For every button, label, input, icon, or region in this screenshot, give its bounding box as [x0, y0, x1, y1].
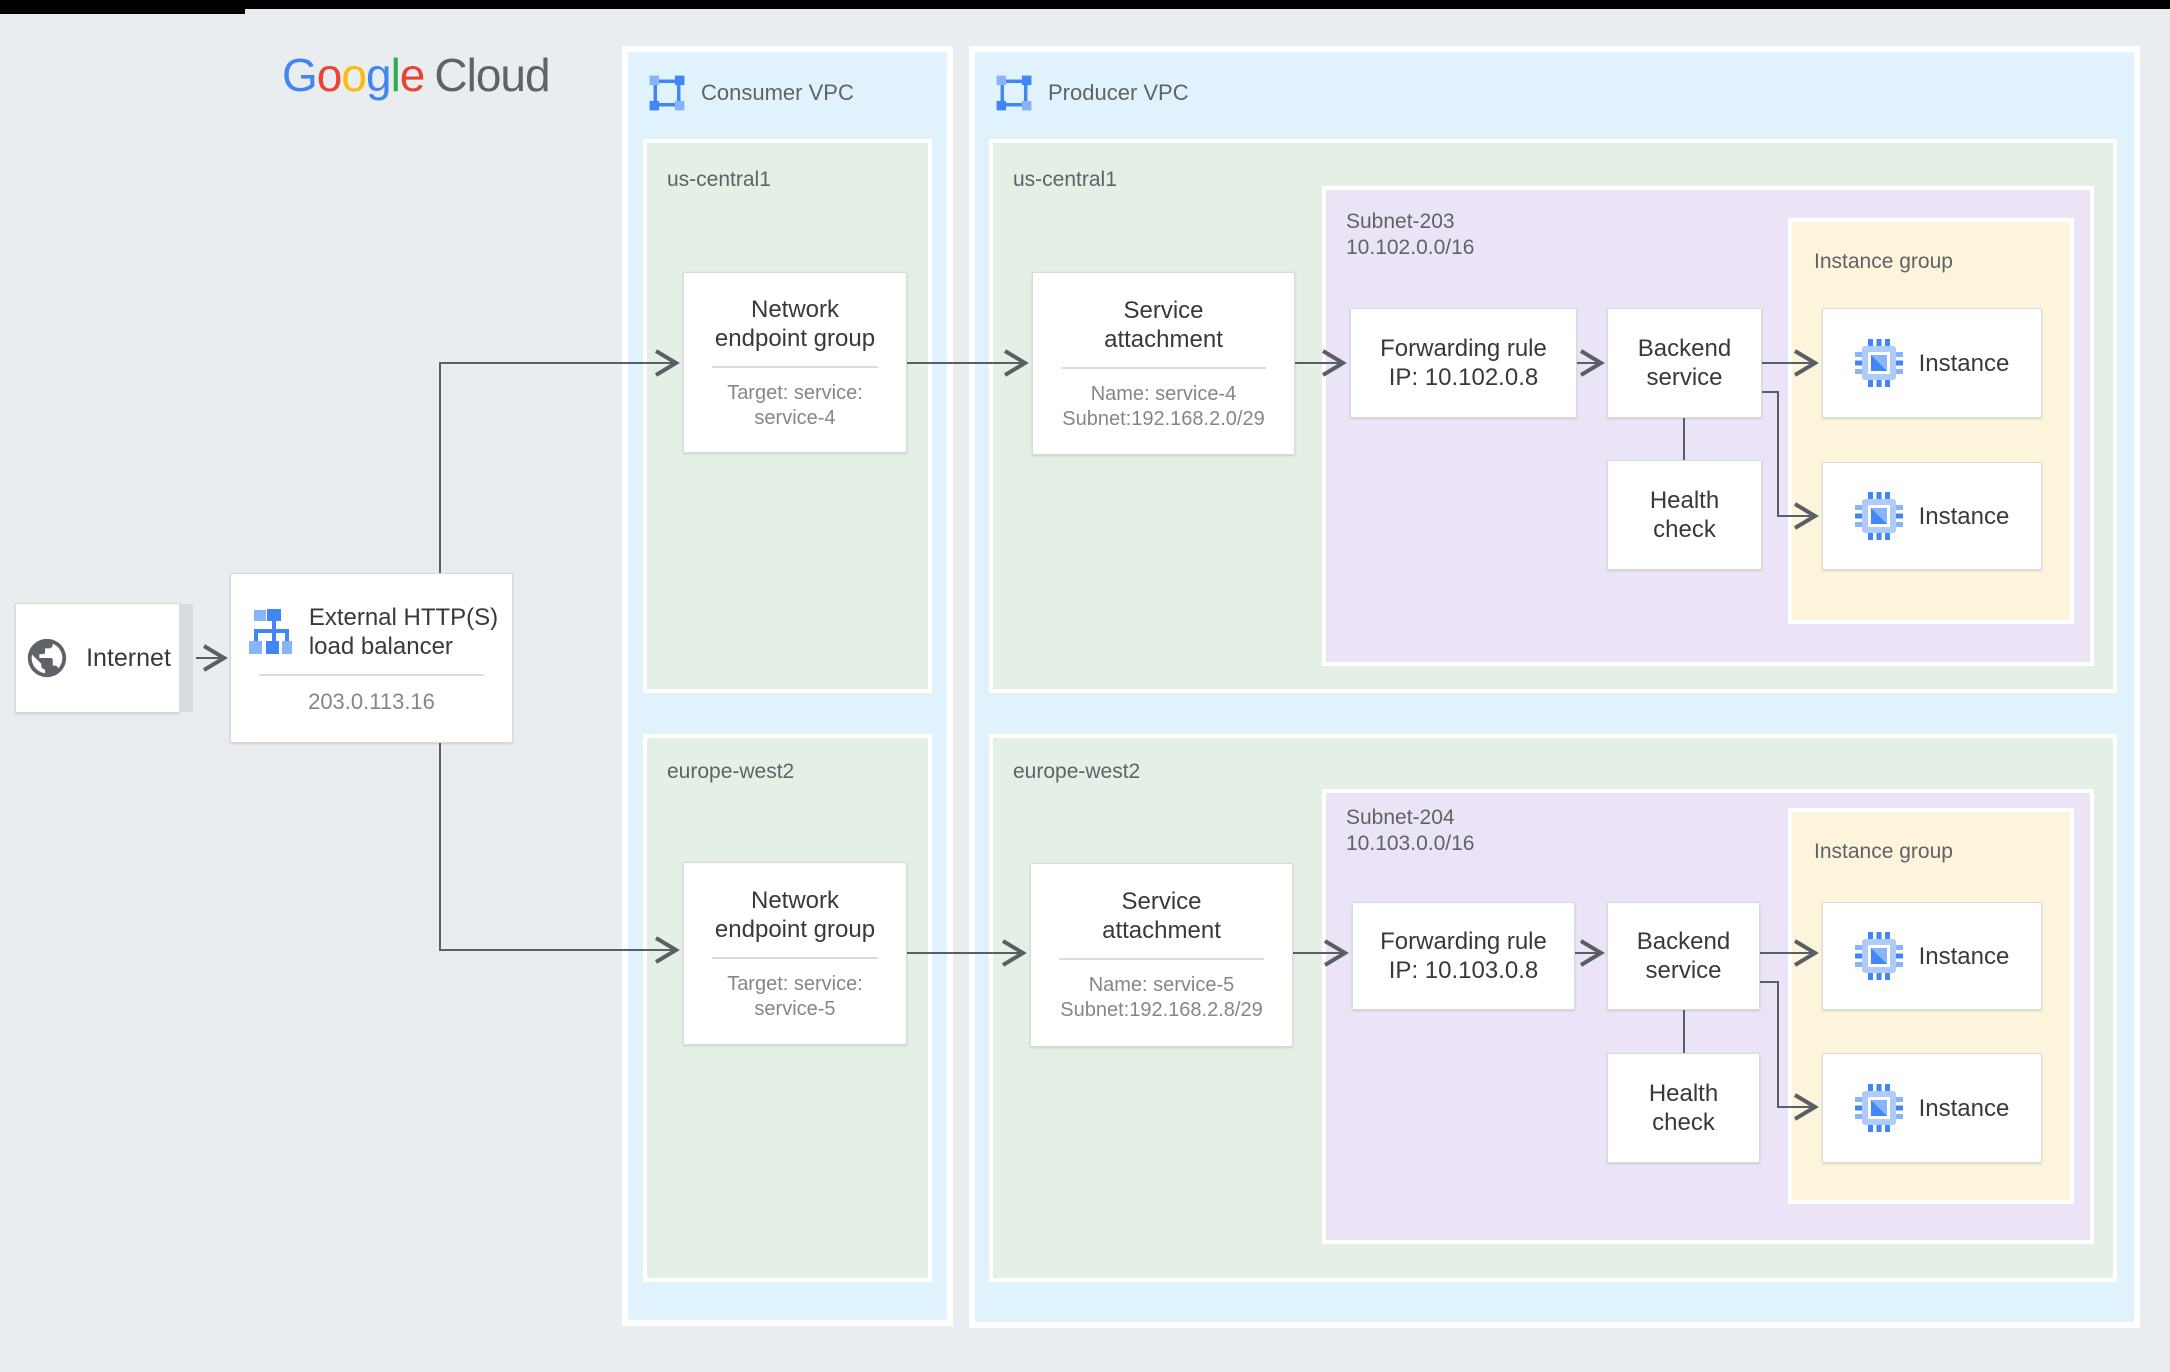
neg2-target-line1: Target: service:: [727, 972, 863, 995]
sa2-name: Name: service-5: [1088, 974, 1235, 996]
sa1-name: Name: service-4: [1090, 382, 1237, 405]
sa2-title-line1: Service: [1121, 888, 1202, 915]
neg2-target-line2: service-5: [754, 997, 836, 1020]
neg1-title-line1: Network: [750, 295, 840, 323]
sa1-subnet: Subnet:192.168.2.0/29: [1062, 407, 1265, 430]
logo-letter: o: [316, 49, 343, 101]
logo-letter: G: [282, 49, 318, 101]
neg2-title-line1: Network: [750, 886, 840, 914]
node-network-endpoint-group-2: Network endpoint group Target: service: …: [683, 862, 907, 1045]
logo-letter: g: [365, 49, 392, 101]
fr1-line2: IP: 10.102.0.8: [1388, 364, 1539, 391]
sa1-title-line2: attachment: [1104, 325, 1223, 353]
subnet-204-cidr: 10.103.0.0/16: [1346, 832, 1475, 855]
bs1-line1: Backend: [1637, 335, 1732, 362]
instance-label: Instance: [1918, 502, 2010, 530]
consumer-vpc-label: Consumer VPC: [701, 80, 854, 105]
divider: [259, 673, 484, 676]
top-black-bar-left: [0, 0, 245, 14]
compute-instance-icon: [1854, 932, 1903, 980]
node-forwarding-rule-2: Forwarding rule IP: 10.103.0.8: [1352, 902, 1575, 1010]
bs2-line1: Backend: [1636, 928, 1731, 955]
node-backend-service-1: Backend service: [1607, 308, 1762, 418]
neg1-target-line2: service-4: [754, 406, 836, 429]
region-label: europe-west2: [1013, 760, 1141, 783]
neg1-target-line1: Target: service:: [727, 381, 863, 404]
neg1-title-line2: endpoint group: [714, 324, 876, 352]
hc2-line2: check: [1652, 1109, 1715, 1136]
hc2-line1: Health: [1648, 1080, 1719, 1107]
hc1-line2: check: [1653, 516, 1716, 543]
node-health-check-1: Health check: [1607, 460, 1762, 570]
bs1-line2: service: [1646, 364, 1723, 391]
fr2-line2: IP: 10.103.0.8: [1388, 957, 1539, 984]
load-balancer-icon: [248, 608, 292, 654]
compute-instance-icon: [1854, 339, 1903, 387]
logo-letter: e: [399, 49, 426, 101]
bs2-line2: service: [1645, 957, 1722, 984]
region-label: us-central1: [1013, 168, 1117, 191]
globe-icon: [27, 638, 67, 678]
top-black-bar: [0, 0, 2170, 9]
node-forwarding-rule-1: Forwarding rule IP: 10.102.0.8: [1350, 308, 1577, 418]
node-internet: Internet: [15, 603, 193, 713]
sa1-title-line1: Service: [1123, 296, 1204, 324]
logo-letter: o: [341, 49, 367, 101]
instance-label: Instance: [1918, 349, 2010, 377]
node-backend-service-2: Backend service: [1607, 902, 1760, 1010]
load-balancer-ip: 203.0.113.16: [308, 688, 435, 714]
node-health-check-2: Health check: [1607, 1053, 1760, 1163]
compute-instance-icon: [1854, 492, 1903, 540]
sa2-title-line2: attachment: [1102, 917, 1221, 944]
instance-group-2-label: Instance group: [1814, 840, 1953, 863]
divider: [1061, 366, 1266, 369]
divider: [712, 956, 878, 959]
subnet-203-name: Subnet-203: [1346, 210, 1455, 233]
producer-vpc-header: Producer VPC: [995, 74, 1189, 112]
node-service-attachment-2: Service attachment Name: service-5 Subne…: [1030, 863, 1293, 1047]
neg2-title-line2: endpoint group: [714, 915, 876, 943]
node-network-endpoint-group-1: Network endpoint group Target: service: …: [683, 272, 907, 453]
logo-cloud-word: Cloud: [434, 49, 550, 101]
fr1-line1: Forwarding rule: [1380, 335, 1547, 362]
load-balancer-title-line2: load balancer: [308, 632, 453, 660]
node-instance-2a: Instance: [1822, 902, 2042, 1010]
node-service-attachment-1: Service attachment Name: service-4 Subne…: [1032, 272, 1295, 455]
vpc-network-icon: [996, 75, 1032, 111]
node-instance-2b: Instance: [1822, 1053, 2042, 1163]
region-label: us-central1: [667, 168, 771, 191]
hc1-line1: Health: [1649, 487, 1720, 514]
load-balancer-title-line1: External HTTP(S): [308, 603, 499, 631]
compute-instance-icon: [1854, 1084, 1903, 1132]
logo-letter: l: [390, 49, 401, 101]
consumer-vpc-header: Consumer VPC: [648, 74, 854, 112]
node-external-load-balancer: External HTTP(S) load balancer 203.0.113…: [230, 573, 513, 743]
instance-label: Instance: [1918, 1094, 2010, 1122]
divider: [712, 365, 878, 368]
instance-label: Instance: [1918, 942, 2010, 970]
node-instance-1a: Instance: [1822, 308, 2042, 418]
internet-label: Internet: [86, 643, 171, 672]
subnet-204-name: Subnet-204: [1346, 806, 1455, 829]
node-instance-1b: Instance: [1822, 462, 2042, 570]
vpc-network-icon: [649, 75, 685, 111]
producer-vpc-label: Producer VPC: [1048, 80, 1189, 105]
subnet-203-cidr: 10.102.0.0/16: [1346, 236, 1475, 259]
fr2-line1: Forwarding rule: [1380, 928, 1547, 955]
instance-group-1-label: Instance group: [1814, 250, 1953, 273]
divider: [1059, 958, 1264, 960]
region-label: europe-west2: [667, 760, 795, 783]
sa2-subnet: Subnet:192.168.2.8/29: [1060, 999, 1263, 1021]
